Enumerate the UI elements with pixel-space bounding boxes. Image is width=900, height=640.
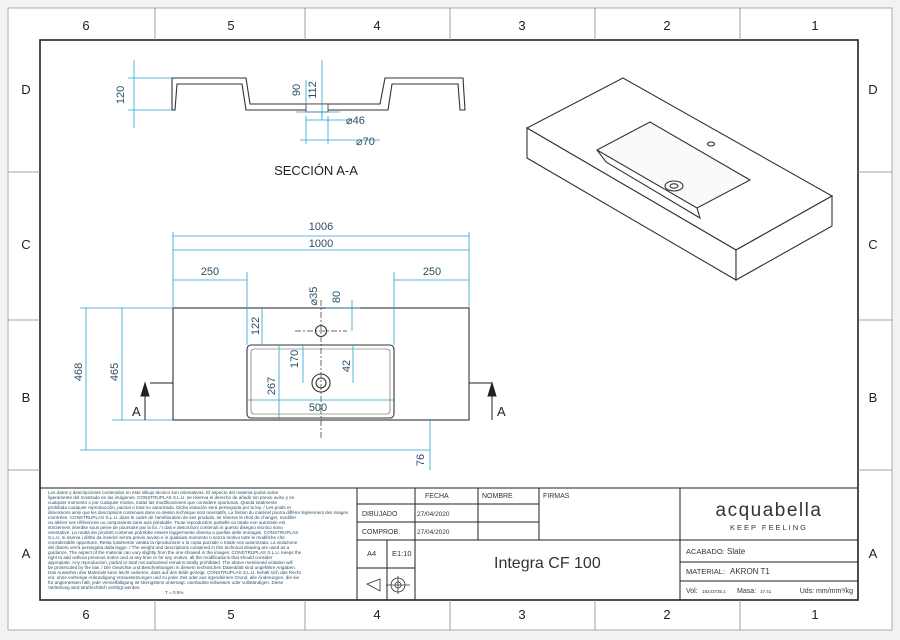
material-label: MATERIAL: [686,567,725,576]
brand-logo: acquabella [716,500,823,521]
dim-label: 80 [331,291,343,303]
section-profile [171,77,466,111]
dim-label: 122 [250,317,262,335]
masa-value: 17.41 [760,589,772,594]
zone-col-label: 5 [227,607,234,622]
units: Uds: mm/mm³/kg [800,588,853,595]
dim-label: 1000 [309,238,333,250]
acabado-value: Slate [727,547,746,556]
svg-text:right to add without previous: right to add without previous notice and… [48,555,273,560]
zone-col-label: 3 [518,607,525,622]
masa-label: Masa: [737,588,756,595]
svg-text:guidance. The aspect of the ma: guidance. The aspect of the material can… [48,550,302,555]
zone-row-label: C [21,237,30,252]
dim-label: 267 [266,377,278,395]
dim-label: 170 [289,350,301,368]
dim-label: ⌀46 [346,115,365,127]
svg-text:del divieto verrà perseguita d: del divieto verrà perseguita dalla legge… [48,545,290,550]
svg-text:Verletzung wird strafrechtlich: Verletzung wird strafrechtlich verfolgt … [48,585,141,590]
svg-text:be prosecuted by the law. / Di: be prosecuted by the law. / Die Gewichte… [48,565,296,570]
dim-label: 42 [341,360,353,372]
svg-text:Los datos y descripciones cont: Los datos y descripciones contenidos en … [48,490,279,495]
section-mark: A [497,404,506,419]
scale: E1:10 [392,549,412,558]
dim-label: 250 [423,266,441,278]
vol-label: Vol: [686,588,698,595]
svg-text:dimensions ainsi que les descr: dimensions ainsi que les descriptions co… [48,510,349,515]
svg-text:strictement interdite sous pei: strictement interdite sous peine de pour… [48,525,283,530]
zone-col-label: 1 [811,18,818,33]
sheet-format: A4 [367,549,376,558]
dim-label: ⌀35 [308,287,320,306]
zone-row-label: D [21,82,30,97]
dim-label: 468 [73,363,85,381]
zone-col-label: 4 [373,18,380,33]
comprob-label: COMPROB. [362,529,400,536]
svg-text:für angemessen hält, jede Verv: für angemessen hält, jede Vervielfältigu… [48,580,284,585]
svg-text:montrées. CONSTRUPLAS S.L.U. d: montrées. CONSTRUPLAS S.L.U. dans le cad… [48,515,297,520]
paper [7,7,893,631]
dim-label: 250 [201,266,219,278]
zone-ticks [8,8,892,630]
zone-row-label: B [869,390,878,405]
zone-col-label: 3 [518,18,525,33]
svg-text:orientative. La realtà dei pro: orientative. La realtà dei prodotti cont… [48,530,298,535]
section-mark: A [132,404,141,419]
dibujado-date: 27/04/2020 [417,511,450,518]
zone-col-label: 6 [82,607,89,622]
section-view: 120 90 112 ⌀46 ⌀70 SECCIÓN A-A [115,60,466,178]
svg-text:cualquier momento o por cualqu: cualquier momento o por cualquier motivo… [48,500,277,505]
product-name: Integra CF 100 [494,555,601,572]
dim-label: ⌀70 [356,136,375,148]
isometric-view [525,77,834,281]
dim-label: 120 [115,86,127,104]
zone-row-label: B [22,390,31,405]
svg-text:S.L.U. si riserva i diritto da: S.L.U. si riserva i diritto da inserire … [48,535,285,540]
brand-tagline: KEEP FEELING [730,523,808,532]
dim-label: 500 [309,402,327,414]
dim-label: 1006 [309,221,333,233]
section-title: SECCIÓN A-A [274,163,358,178]
acabado-label: ACABADO: [686,547,725,556]
header-nombre: NOMBRE [482,493,513,500]
zone-col-label: 5 [227,18,234,33]
vol-value: 19243735.1 [702,589,726,594]
dim-label: 112 [307,81,319,99]
dim-label: 76 [415,454,427,466]
material-value: AKRON T1 [730,567,770,576]
projection-symbol-icon [366,576,410,594]
zone-col-label: 2 [663,607,670,622]
svg-text:Das Aussehen des Materials kan: Das Aussehen des Materials kann leicht v… [48,570,302,575]
svg-text:ou altérer ses références ou c: ou altérer ses références ou composants … [48,520,286,525]
dim-label: 465 [109,363,121,381]
zone-row-label: A [869,546,878,561]
svg-text:prohibida cualquier reproducci: prohibida cualquier reproducción, parcia… [48,505,291,510]
zone-col-label: 1 [811,607,818,622]
title-block: Los datos y descripciones contenidos en … [40,487,858,600]
header-firmas: FIRMAS [543,493,570,500]
zone-col-label: 4 [373,607,380,622]
plan-view: 1006 1000 250 250 ⌀35 80 122 170 42 468 … [73,221,506,470]
zone-col-label: 6 [82,18,89,33]
comprob-date: 27/04/2020 [417,529,450,536]
svg-text:appropiate. Any reproduction,: appropiate. Any reproduction, partial or… [48,560,293,565]
svg-text:considerabile opportune. Resta: considerabile opportune. Resta totalment… [48,540,298,545]
zone-col-label: 2 [663,18,670,33]
zone-row-label: A [22,546,31,561]
zone-row-label: C [868,237,877,252]
drain-section [305,103,329,113]
legal-text: Los datos y descripciones contenidos en … [48,490,349,595]
header-fecha: FECHA [425,493,449,500]
basin-outline [246,344,395,419]
zone-row-label: D [868,82,877,97]
dim-label: 90 [291,84,303,96]
svg-text:ligeramente del mostrado en la: ligeramente del mostrado en las imágenes… [48,495,295,500]
dibujado-label: DIBUJADO [362,511,398,518]
tolerance: T = 0.5% [165,590,183,595]
svg-text:vor, ohne vorherige Ankündigun: vor, ohne vorherige Ankündigung Vorausse… [48,574,299,580]
